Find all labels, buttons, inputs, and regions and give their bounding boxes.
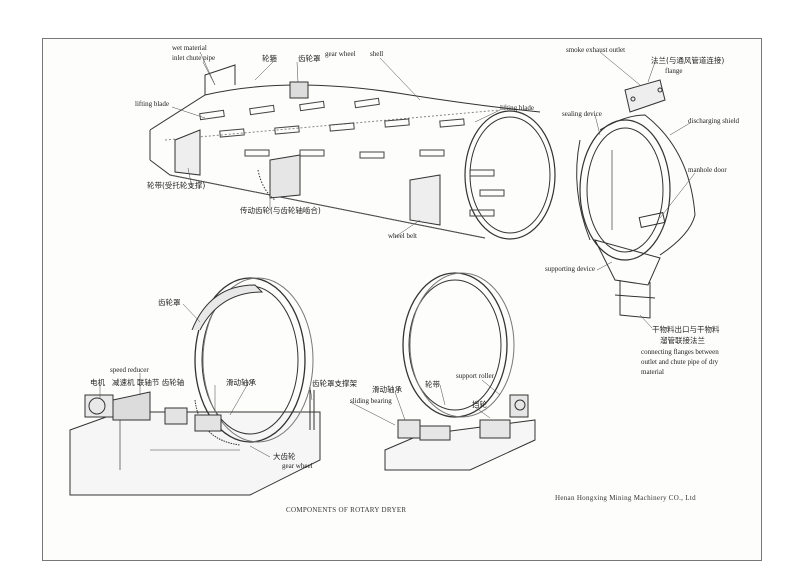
label-connecting-flanges-3: material	[641, 368, 664, 376]
label-speed-reducer: speed reducer	[110, 366, 149, 374]
gear-wheel-assembly	[69, 277, 321, 496]
diagram-caption: COMPONENTS OF ROTARY DRYER	[286, 506, 407, 514]
label-dry-outlet-cn-1: 干物料出口与干物料	[652, 325, 720, 334]
label-gear-cover-support: 齿轮罩支撑架	[312, 379, 357, 388]
dryer-drum	[149, 64, 556, 240]
label-support-roller: support roller	[456, 372, 494, 380]
label-gear-cover-top: 齿轮罩	[298, 54, 321, 63]
label-sliding-bearing: sliding bearing	[350, 397, 392, 405]
label-flange: flange	[665, 67, 683, 75]
label-motor: 电机	[90, 378, 105, 387]
lifting-blades	[199, 97, 505, 217]
label-dry-outlet-cn-2: 溜管联接法兰	[660, 336, 705, 345]
label-gear-wheel-top: gear wheel	[325, 50, 356, 58]
wheel-belt	[174, 129, 441, 226]
label-thrust-wheel: 挡轮	[472, 400, 487, 409]
label-tire-support: 轮带(受托轮支撑)	[147, 181, 206, 190]
label-flange-cn: 法兰(与通风管道连接)	[651, 56, 725, 65]
support-roller-assembly	[384, 272, 536, 471]
discharging-shield	[576, 79, 696, 319]
label-supporting-device: supporting device	[545, 265, 595, 273]
label-smoke-exhaust-outlet: smoke exhaust outlet	[566, 46, 626, 54]
label-inlet-chute-pipe: inlet chute pipe	[172, 54, 216, 62]
label-manhole-door: manhole door	[688, 166, 727, 174]
label-gear-cover-mid: 齿轮罩	[158, 298, 181, 307]
label-shell: shell	[370, 50, 384, 58]
label-discharging-shield: discharging shield	[688, 117, 740, 125]
label-connecting-flanges-1: connecting flanges between	[641, 348, 719, 356]
label-big-gear: 大齿轮	[273, 452, 296, 461]
label-lifting-blade-right: lifting blade	[500, 104, 535, 112]
label-sealing-device: sealing device	[562, 110, 602, 118]
label-gear-wheel-bottom: gear wheel	[282, 462, 313, 470]
leader-lines	[99, 51, 696, 458]
label-lifting-blade-left: lifting blade	[135, 100, 170, 108]
label-sliding-bearing-cn-left: 滑动轴承	[226, 378, 256, 387]
label-lunjin: 轮箍	[262, 54, 277, 63]
label-connecting-flanges-2: outlet and chute pipe of dry	[641, 358, 719, 366]
label-sliding-bearing-cn-right: 滑动轴承	[372, 385, 402, 394]
label-wheel-belt: wheel belt	[388, 232, 417, 240]
label-reducer-group: 减速机 联轴节 齿轮轴	[112, 378, 185, 387]
label-tire-cn: 轮带	[425, 380, 440, 389]
company-name: Henan Hongxing Mining Machinery CO., Ltd	[555, 494, 696, 502]
label-wet-material: wet material	[172, 44, 207, 52]
drive-gear-ring	[257, 154, 301, 201]
top-gear-cover	[289, 81, 309, 99]
label-drive-gear: 传动齿轮(与齿轮轴啮合)	[240, 206, 321, 215]
reducer-shape	[112, 391, 151, 421]
manhole-door-shape	[638, 212, 666, 228]
